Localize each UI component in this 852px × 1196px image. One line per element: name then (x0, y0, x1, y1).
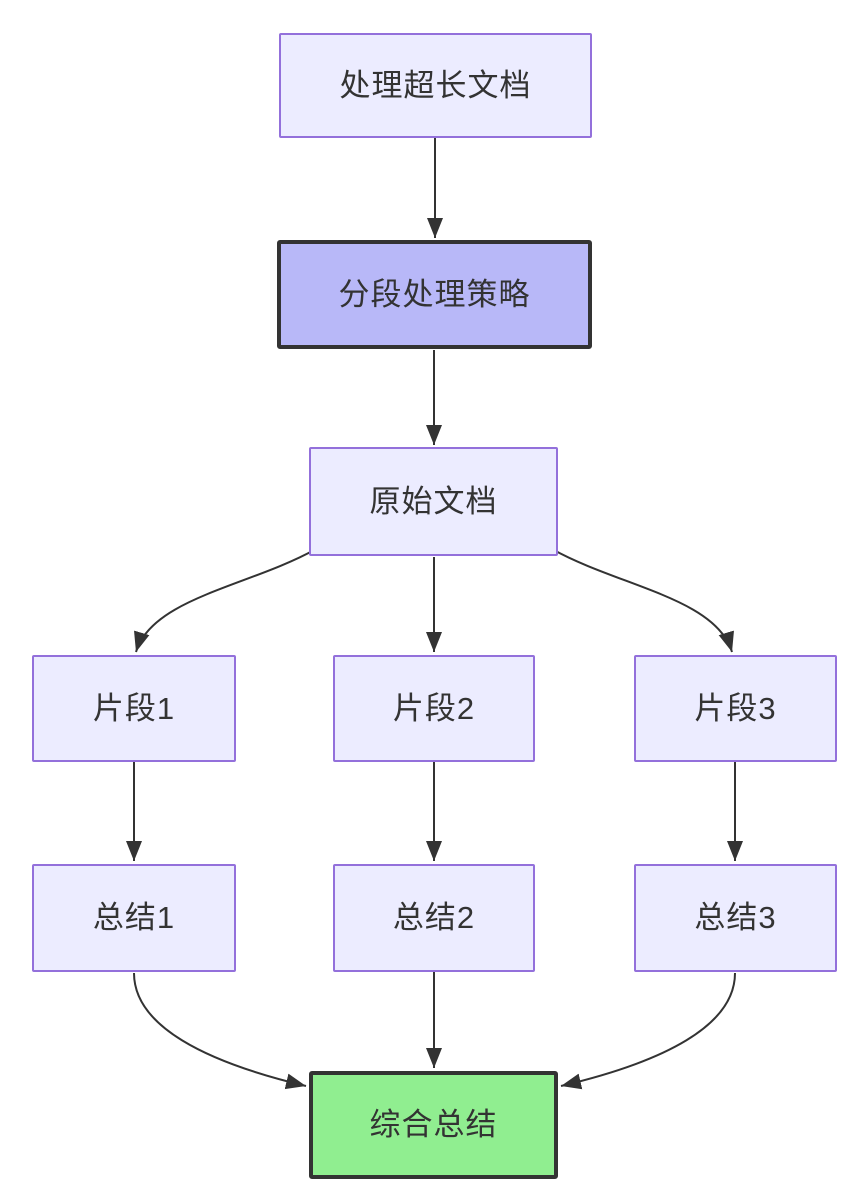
edge-summary1-final (133, 972, 307, 1090)
node-chunk3: 片段3 (634, 655, 837, 762)
node-doc: 原始文档 (309, 447, 558, 556)
node-summary3-label: 总结3 (694, 900, 777, 936)
node-summary2-label: 总结2 (392, 900, 476, 936)
node-doc-label: 原始文档 (369, 483, 498, 519)
edge-summary3-final (560, 972, 736, 1090)
node-summary3: 总结3 (634, 864, 837, 972)
node-final-label: 综合总结 (369, 1107, 498, 1143)
node-summary1-label: 总结1 (92, 900, 176, 936)
edge-doc-chunk1 (134, 548, 317, 653)
node-final: 综合总结 (309, 1071, 558, 1179)
edge-doc-chunk3 (551, 548, 734, 653)
node-chunk2-label: 片段2 (392, 690, 476, 726)
node-summary1: 总结1 (32, 864, 236, 972)
node-strategy-label: 分段处理策略 (338, 276, 531, 312)
node-summary2: 总结2 (333, 864, 535, 972)
node-strategy: 分段处理策略 (277, 240, 592, 349)
node-start: 处理超长文档 (279, 33, 592, 138)
node-chunk1-label: 片段1 (92, 690, 176, 726)
node-start-label: 处理超长文档 (339, 67, 532, 103)
node-chunk3-label: 片段3 (694, 690, 777, 726)
node-chunk2: 片段2 (333, 655, 535, 762)
node-chunk1: 片段1 (32, 655, 236, 762)
